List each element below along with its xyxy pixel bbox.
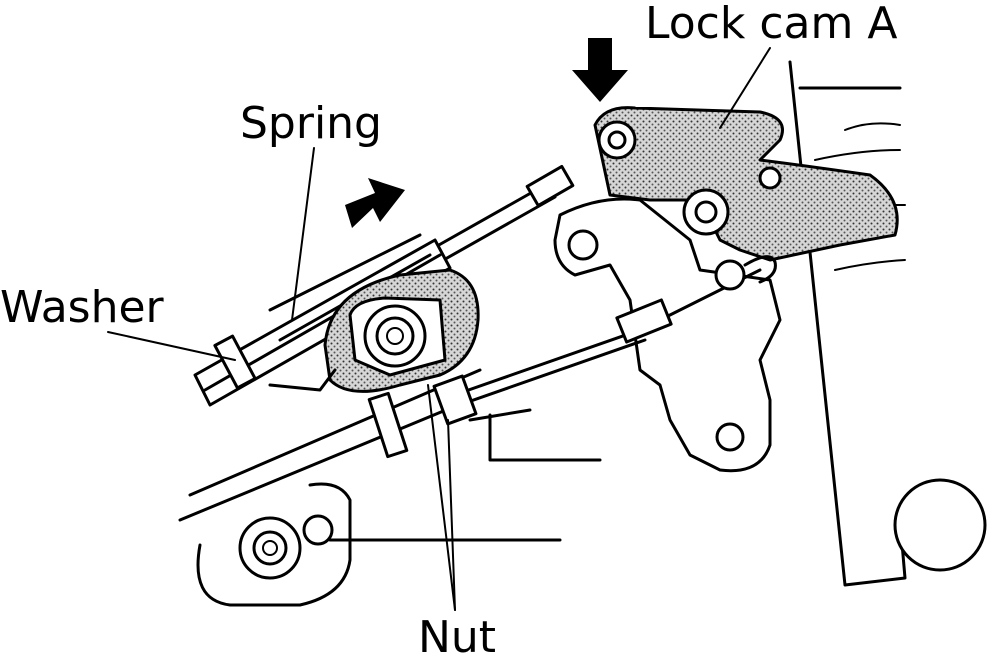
nut-leader-1 [427,384,456,611]
washer-label: Washer [0,282,165,333]
connecting-rod [428,164,575,264]
washer-leader [107,331,236,361]
adjuster-knob [893,478,987,572]
nut-leader-2 [447,419,456,611]
seat-frame-rail [788,60,907,587]
lower-bracket [178,368,602,607]
release-cable [438,255,777,412]
push-down-arrow [572,38,628,102]
lock-cam-leader [719,47,771,129]
lock-cam-a [593,106,899,262]
lock-cam-label: Lock cam A [645,0,897,49]
mounting-bracket [268,268,480,459]
nut-label: Nut [418,612,496,658]
release-plate [553,197,782,473]
spring-leader [291,147,315,321]
pull-arrow [345,178,405,228]
spring-label: Spring [240,98,382,149]
